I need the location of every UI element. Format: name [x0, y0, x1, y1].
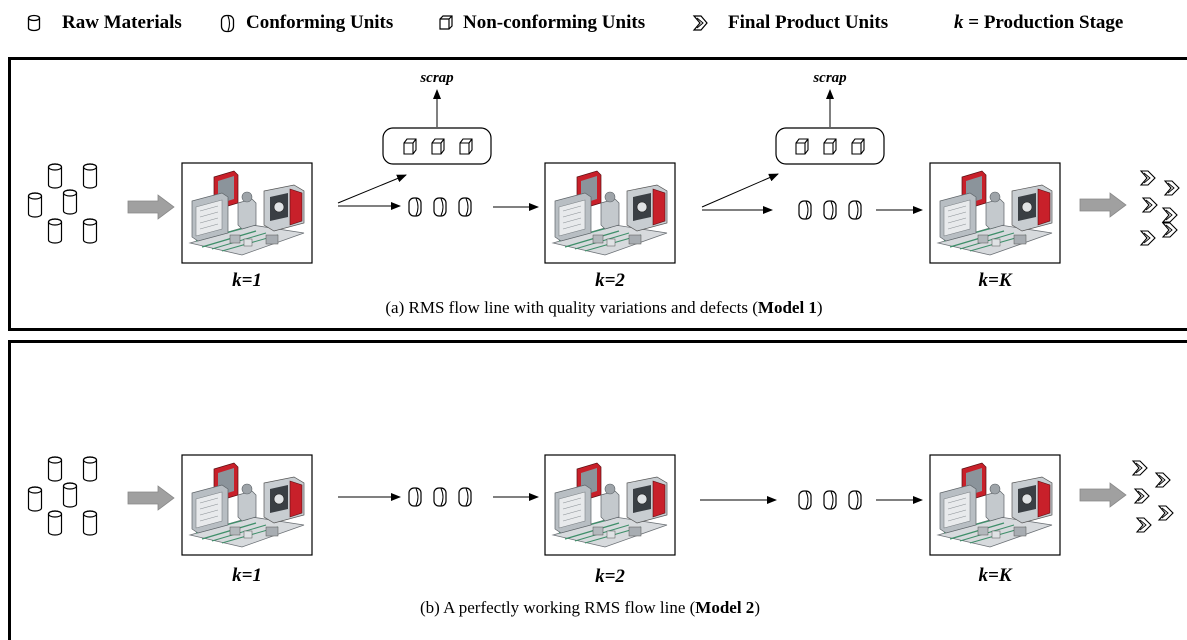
scrap-label-1: scrap [420, 70, 454, 86]
panel-a-graphics [27, 89, 1180, 264]
legend-non-conforming-units: Non-conforming Units [463, 12, 646, 33]
input-arrow [127, 485, 175, 511]
legend-final-product-units: Final Product Units [728, 12, 889, 33]
machine-stage-k [929, 162, 1061, 264]
output-arrow [1079, 482, 1127, 508]
stage-label-1: k=1 [232, 270, 262, 291]
final-products-cluster [1140, 170, 1180, 246]
machine-stage-1 [181, 454, 313, 556]
legend-conforming-units: Conforming Units [246, 12, 394, 33]
legend-production-stage: k = Production Stage [954, 12, 1124, 33]
machine-stage-k [929, 454, 1061, 556]
final-products-cluster [1132, 460, 1174, 533]
stage-label-k: k=K [978, 270, 1012, 291]
stage-label-k: k=K [978, 565, 1012, 586]
panel-model-2 [8, 340, 1187, 640]
panel-model-1 [8, 57, 1187, 331]
raw-materials-cluster [27, 163, 98, 244]
legend: Raw Materials Conforming Units Non-confo… [0, 0, 1187, 48]
caption-model-1: (a) RMS flow line with quality variation… [385, 298, 823, 317]
stage-label-1: k=1 [232, 565, 262, 586]
scrap-label-2: scrap [813, 70, 847, 86]
raw-material-icon [27, 14, 41, 32]
caption-model-2: (b) A perfectly working RMS flow line (M… [420, 598, 760, 617]
input-arrow [127, 194, 175, 220]
legend-raw-materials: Raw Materials [62, 12, 182, 33]
stage-label-2: k=2 [595, 270, 625, 291]
machine-stage-2 [544, 454, 676, 556]
conforming-unit-icon [220, 14, 235, 33]
machine-stage-2 [544, 162, 676, 264]
flow-diagram [27, 89, 1180, 556]
final-product-icon [692, 15, 708, 31]
non-conforming-unit-icon [439, 15, 453, 30]
panel-b-graphics [27, 454, 1174, 556]
stage-label-2: k=2 [595, 566, 625, 587]
raw-materials-cluster [27, 456, 98, 536]
machine-stage-1 [181, 162, 313, 264]
output-arrow [1079, 192, 1127, 218]
